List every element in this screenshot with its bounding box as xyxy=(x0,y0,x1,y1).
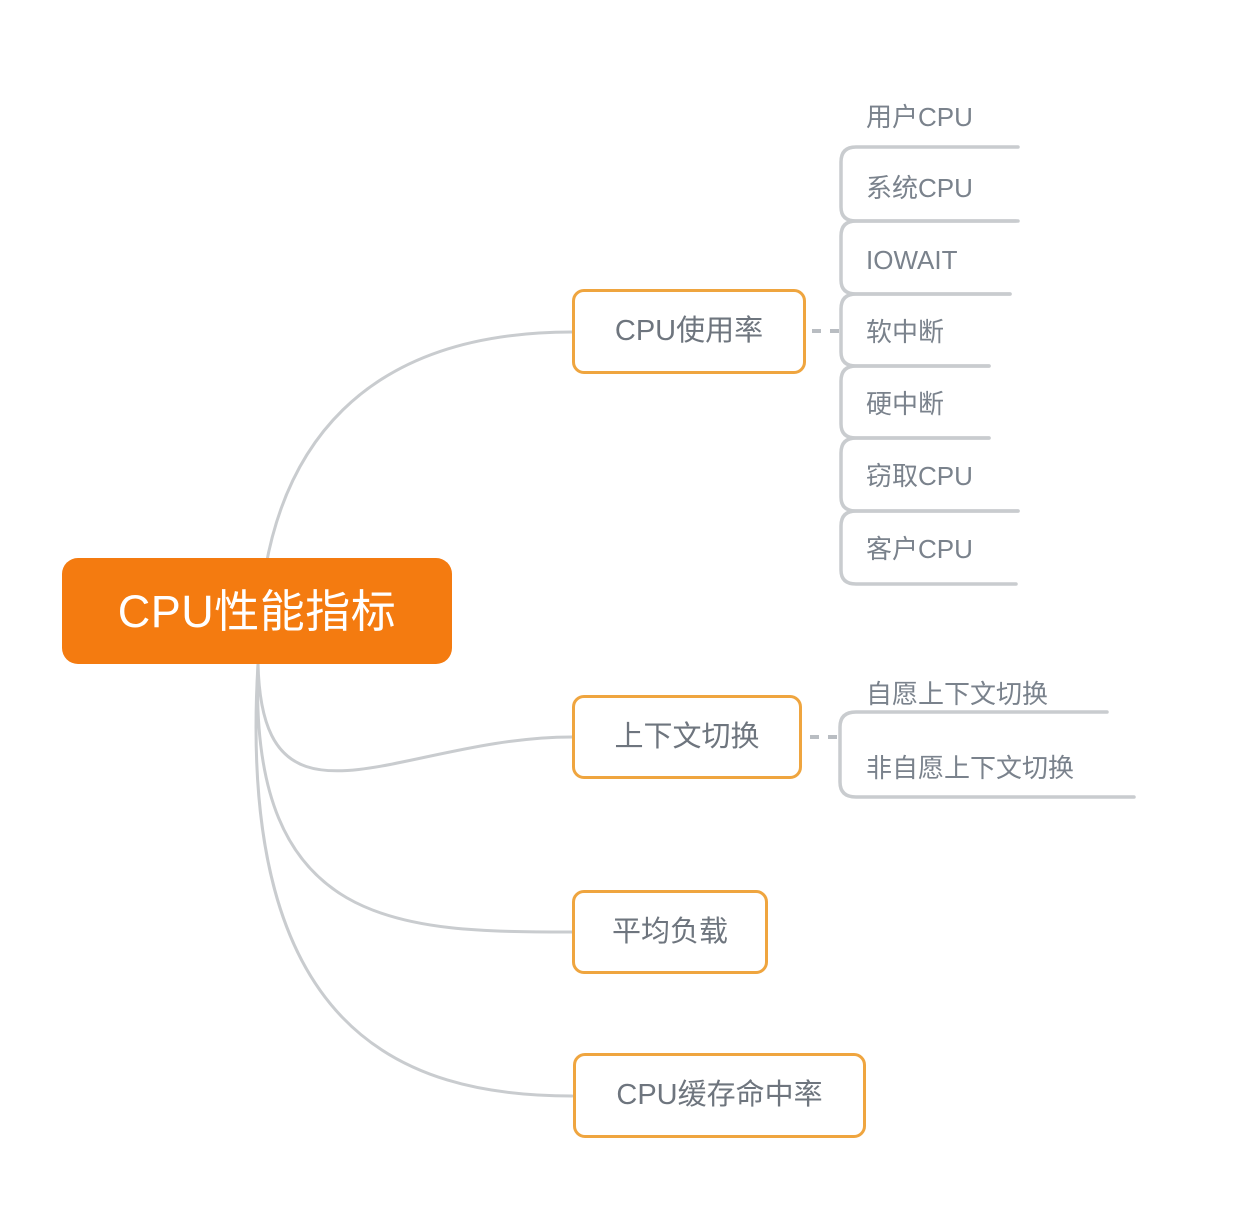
branch-node-load-average[interactable]: 平均负载 xyxy=(572,890,768,974)
leaf-label-hard-irq[interactable]: 硬中断 xyxy=(866,389,945,419)
branch-node-label: 上下文切换 xyxy=(614,720,760,753)
leaf-label-user-cpu[interactable]: 用户CPU xyxy=(866,102,973,132)
leaf-label-system-cpu[interactable]: 系统CPU xyxy=(866,173,973,203)
branch-node-cpu-usage[interactable]: CPU使用率 xyxy=(572,289,806,374)
connector-root-to-context-switch xyxy=(256,661,574,773)
leaf-label-voluntary-context-switch[interactable]: 自愿上下文切换 xyxy=(866,679,1049,709)
leaf-label-soft-irq[interactable]: 软中断 xyxy=(866,317,945,347)
branch-node-label: 平均负载 xyxy=(611,915,728,948)
branch-node-label: CPU缓存命中率 xyxy=(616,1079,823,1111)
leaf-label-involuntary-context-switch[interactable]: 非自愿上下文切换 xyxy=(866,753,1075,783)
branch-node-cache-hit-rate[interactable]: CPU缓存命中率 xyxy=(573,1053,866,1138)
connector-root-to-load-average xyxy=(256,662,574,934)
leaf-label-steal-cpu[interactable]: 窃取CPU xyxy=(866,461,973,491)
root-node[interactable]: CPU性能指标 xyxy=(62,558,452,664)
root-node-label: CPU性能指标 xyxy=(117,585,397,637)
leaf-label-iowait[interactable]: IOWAIT xyxy=(866,245,958,275)
leaf-label-guest-cpu[interactable]: 客户CPU xyxy=(866,534,973,564)
branch-node-context-switch[interactable]: 上下文切换 xyxy=(572,695,802,779)
connector-root-to-cache-hit xyxy=(254,662,574,1098)
branch-node-label: CPU使用率 xyxy=(614,315,764,347)
